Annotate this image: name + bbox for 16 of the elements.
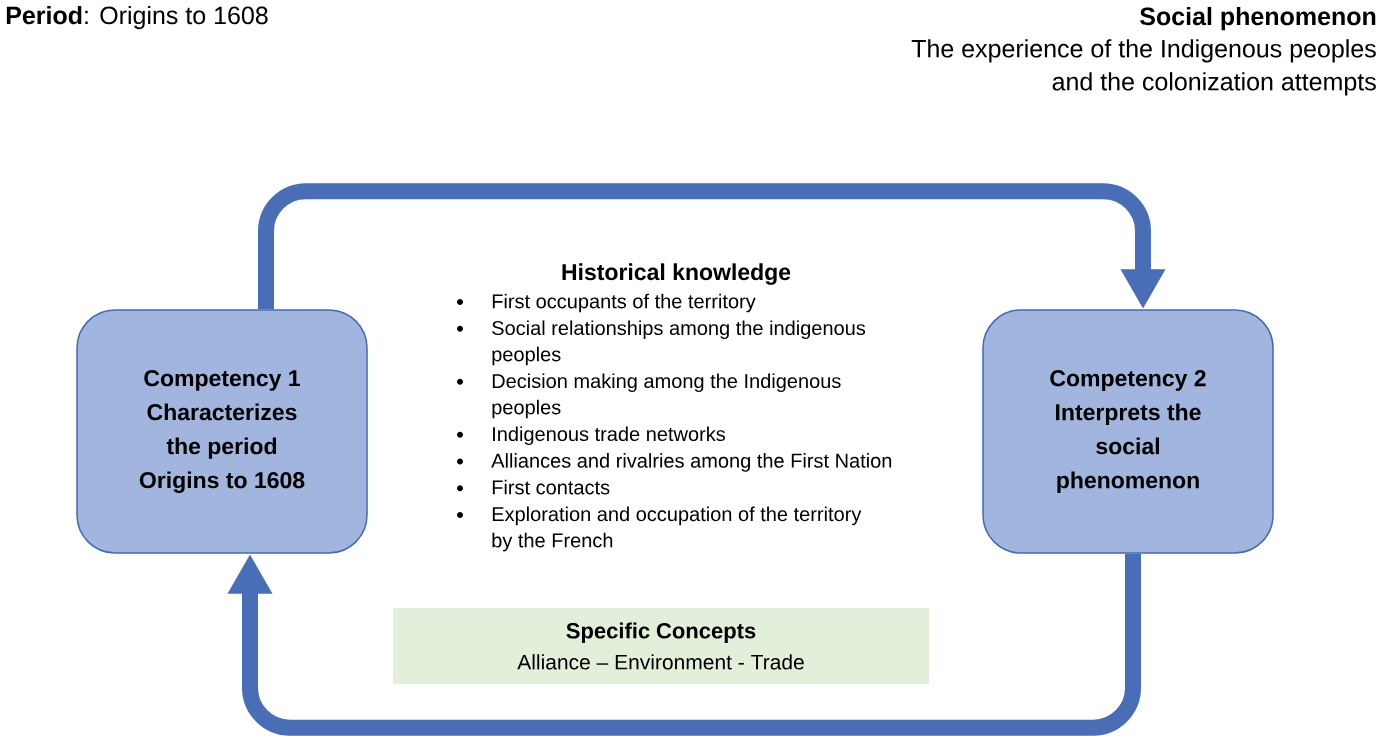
list-item: Decision making among the Indigenous peoples <box>492 373 841 419</box>
subheading-text: The experience of the Indigenous peoples and the colonization attempts <box>911 39 1376 96</box>
list-item: First occupants of the territory <box>492 293 756 313</box>
rounded-box: Competency 2 Interprets the social phenomenon <box>982 309 1274 554</box>
header-text: Period: Origins to 1608 <box>6 5 268 30</box>
list-item: Alliances and rivalries among the First Nation <box>491 453 892 472</box>
list-item: First contacts <box>492 479 610 495</box>
list-item: Exploration and occupation of the territory by the French <box>492 506 862 552</box>
heading-text: Social phenomenon <box>1140 6 1376 31</box>
list-item: Social relationships among the indigenous peoples <box>492 320 866 366</box>
list-heading: Historical knowledge <box>562 263 791 285</box>
rounded-box: Competency 1 Characterizes the period Origins to 1608 <box>76 309 368 554</box>
arrow <box>258 183 1166 310</box>
list-item: Indigenous trade networks <box>493 426 725 446</box>
arrow <box>227 553 1141 736</box>
concept-panel: Specific Concepts Alliance – Environment - Trade <box>393 608 929 684</box>
